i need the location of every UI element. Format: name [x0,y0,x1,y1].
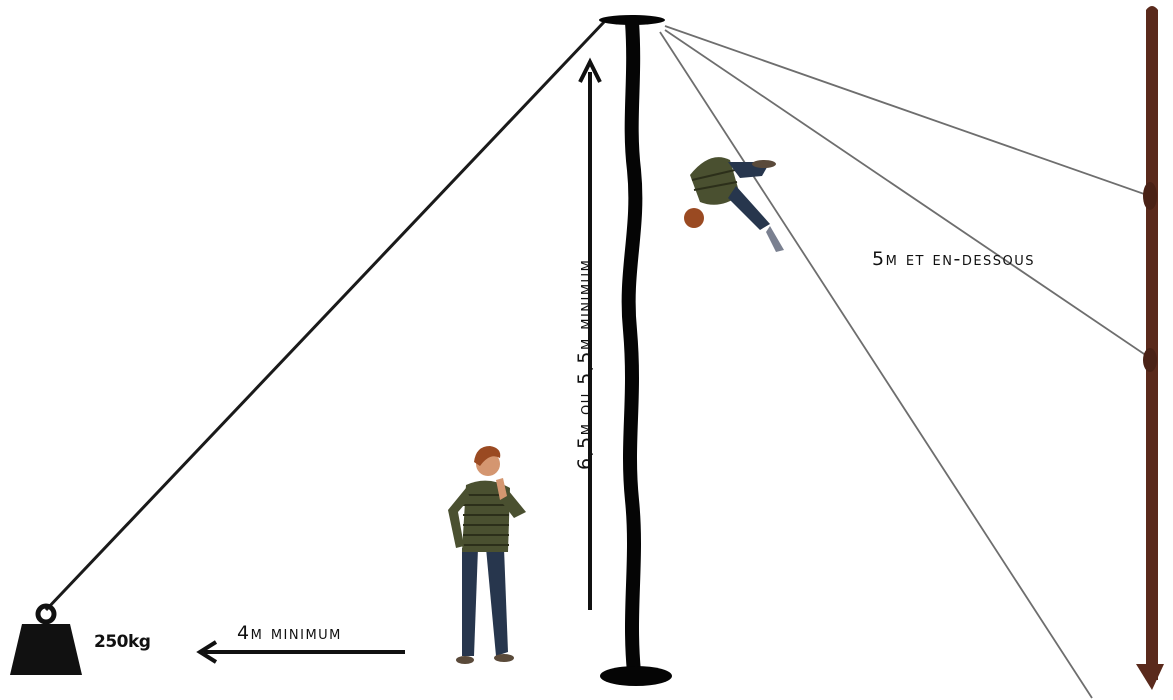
standing-person [448,446,526,664]
height-label: 6,5m ou 5,5m minimum [574,259,596,470]
flipping-person [684,157,784,252]
weight-label: 250kg [94,632,150,652]
guy-distance-label: 5m et en-dessous [872,248,1035,270]
distance-label: 4m minimum [237,622,342,644]
pole-base [600,666,672,686]
weight-icon [10,606,82,675]
anchor-rope [46,22,604,610]
distance-arrow [200,642,405,662]
tree-trunk [1136,6,1164,690]
guy-line [660,32,1092,698]
chinese-pole [629,22,636,672]
